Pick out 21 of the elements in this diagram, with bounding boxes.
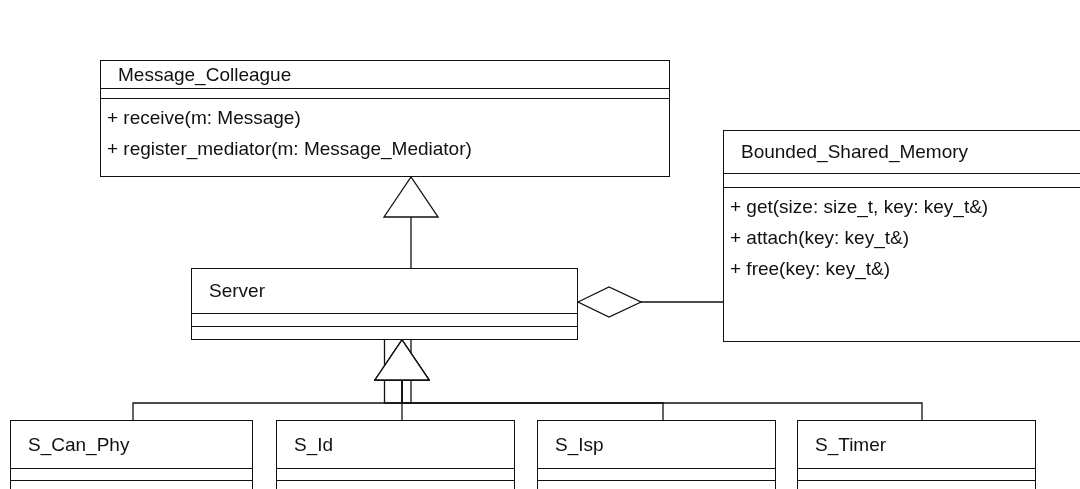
class-box [100, 60, 670, 177]
method-signature: + get(size: size_t, key: key_t&) [730, 195, 989, 220]
method-signature: + receive(m: Message) [107, 106, 301, 130]
class-box [10, 420, 253, 489]
class-box [191, 268, 578, 340]
class-name: S_Id [294, 433, 334, 456]
class-box [723, 130, 1080, 342]
class-box [797, 420, 1036, 489]
method-signature: + free(key: key_t&) [730, 257, 890, 282]
class-name: S_Timer [815, 433, 887, 456]
inheritance-arrow [374, 339, 923, 421]
method-signature: + register_mediator(m: Message_Mediator) [107, 137, 472, 162]
class-name: Server [209, 280, 265, 302]
class-box [537, 420, 776, 489]
class-box [276, 420, 515, 489]
class-name: S_Can_Phy [28, 433, 130, 456]
class-name: Message_Colleague [118, 63, 292, 86]
class-name: Bounded_Shared_Memory [741, 141, 969, 163]
aggregation-line [577, 286, 724, 318]
class-name: S_Isp [555, 433, 604, 456]
method-signature: + attach(key: key_t&) [730, 226, 909, 251]
